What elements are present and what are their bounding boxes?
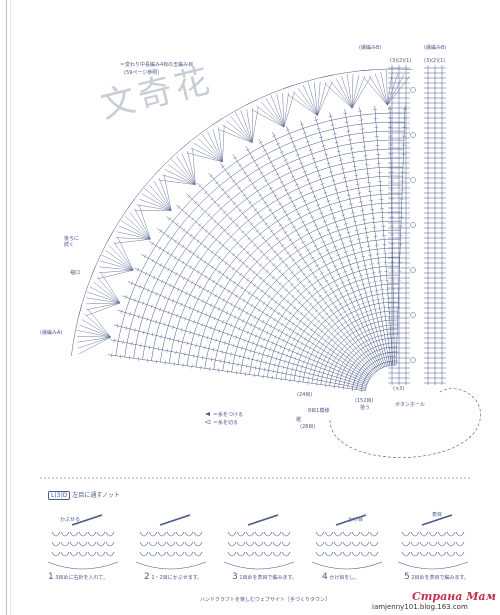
step-3-text: 1目めを表目で編みます。 xyxy=(239,575,298,581)
note-line-2: (59ページ参照) xyxy=(124,70,160,76)
footer-tag: L(3)D xyxy=(48,491,71,500)
edge-b-right-label: (縁編みB) xyxy=(424,45,447,51)
blog-url: iamjenny101.blog.163.com xyxy=(372,603,468,611)
edge-b-left-label: (縁編みB) xyxy=(359,45,382,51)
step-5-number: 5 xyxy=(404,572,410,582)
armhole-label: 袖口 xyxy=(70,270,81,276)
step-illustration-4 xyxy=(311,514,383,570)
top-row-marks: (3)(2)(1) xyxy=(390,58,412,64)
fan-body xyxy=(71,68,413,393)
row-8-label: 8目1模様 xyxy=(308,408,330,414)
step-2-text: 1・2目にかぶせます。 xyxy=(151,575,203,581)
step-1-number: 1 xyxy=(48,572,54,582)
step-1-text: 3目めに右針を入れて、 xyxy=(55,575,109,581)
note-line-1: ＝変わり中長編み4目の玉編み目 xyxy=(120,62,194,68)
step-5-caption: 5 2目めを表目で編みます。 xyxy=(404,572,470,582)
back-outline xyxy=(329,388,481,458)
step-2-caption: 2 1・2目にかぶせます。 xyxy=(144,572,203,582)
step-1-tag: かぶせる xyxy=(60,517,81,523)
footer-title: 左目に通すノット xyxy=(72,492,120,499)
legend-attach-icon xyxy=(205,412,210,416)
front-band xyxy=(388,65,446,385)
step-4-text: かけ目をし、 xyxy=(329,575,360,581)
step-4-tag: かけ目 xyxy=(348,517,364,523)
step-illustration-2 xyxy=(135,514,207,570)
row-28-label: (28目) xyxy=(300,424,316,430)
page-spine-shadow xyxy=(10,0,11,615)
step-illustration-5 xyxy=(397,514,469,570)
footer-header: L(3)D 左目に通すノット xyxy=(48,491,120,500)
x3-label: (×3) xyxy=(393,386,405,392)
step-illustration-3 xyxy=(223,514,295,570)
pick-label: 拾う xyxy=(360,405,371,411)
step-4-number: 4 xyxy=(322,572,328,582)
footer-caption: ハンドクラフトを楽しむウェブサイト［手づくりタウン］ xyxy=(200,597,331,603)
attach-back-label: 後ろに 続く xyxy=(64,236,80,248)
step-5-text: 2目めを表目で編みます。 xyxy=(411,575,470,581)
edge-a-label: (縁編みA) xyxy=(40,330,63,336)
row-24-label: (24目) xyxy=(297,392,313,398)
page-spine xyxy=(6,0,7,615)
top-row-marks-right: (3)(2)(1) xyxy=(424,58,446,64)
step-4-caption: 4 かけ目をし、 xyxy=(322,572,360,582)
legend-attach: ＝糸をつける xyxy=(213,412,244,418)
step-1-caption: 1 3目めに右針を入れて、 xyxy=(48,572,109,582)
step-5-tag: 表目 xyxy=(432,512,443,518)
legend-cut-icon xyxy=(204,419,211,425)
step-illustration-1 xyxy=(47,514,119,570)
step-2-number: 2 xyxy=(144,572,150,582)
legend-cut: ＝糸を切る xyxy=(213,420,239,426)
row-152-label: (152目) xyxy=(355,398,374,404)
hem-label: 裾 xyxy=(296,417,302,423)
site-watermark: Страна Мам xyxy=(412,590,496,603)
buttonhole-label: ボタンホール xyxy=(395,402,426,408)
step-3-caption: 3 1目めを表目で編みます。 xyxy=(232,572,298,582)
step-3-number: 3 xyxy=(232,572,238,582)
